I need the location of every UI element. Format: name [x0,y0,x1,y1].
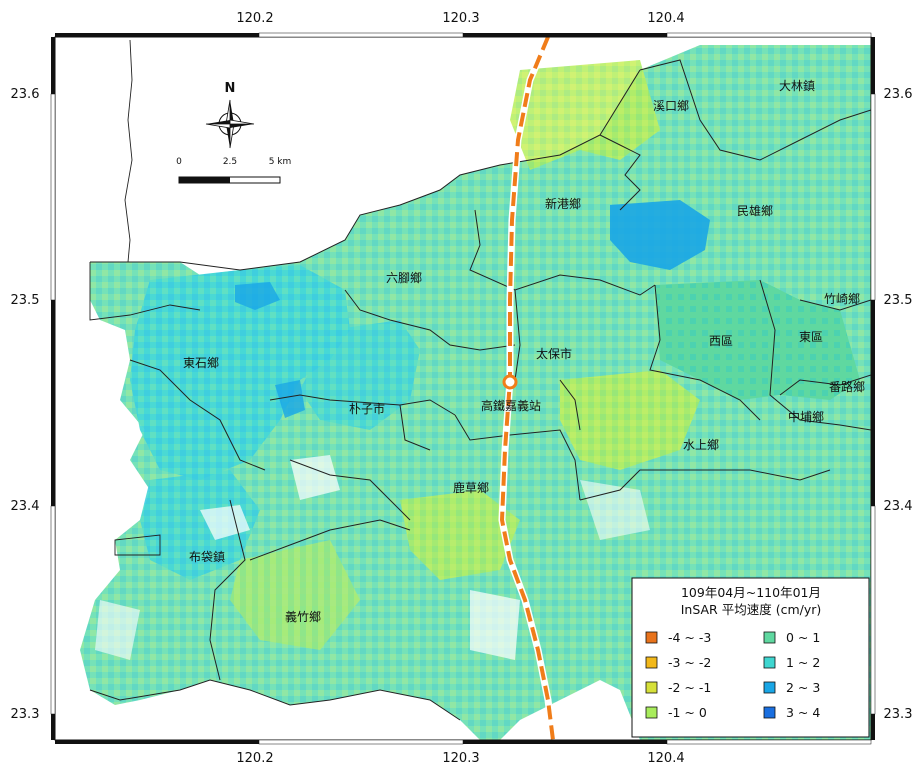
legend-label: 0 ~ 1 [786,630,820,645]
y-tick-right: 23.6 [884,87,913,102]
legend-label: -2 ~ -1 [668,680,711,695]
township-label-shuishang: 水上鄉 [683,438,719,452]
township-label-zhuqi: 竹崎鄉 [824,292,860,306]
legend-swatch [645,631,658,644]
hsr-station-marker [502,374,518,390]
township-boundaries [89,59,871,721]
township-label-dalin: 大林鎮 [779,78,815,93]
township-label-lucao: 鹿草鄉 [453,480,489,495]
legend-swatch [763,681,776,694]
legend-swatch [645,656,658,669]
township-label-west-district: 西區 [709,334,733,348]
velocity-1-2-puzih [300,320,420,430]
no-data-gap-3 [95,600,140,660]
scale-label-0: 0 [176,157,182,167]
velocity-1-2-budai [140,470,260,580]
legend-title-unit: InSAR 平均速度 (cm/yr) [681,602,822,617]
map-frame [50,32,876,745]
velocity-2-3-west-b [275,380,305,418]
township-label-minxiong: 民雄鄉 [737,203,773,218]
velocity-layer [80,39,871,740]
legend-label: -3 ~ -2 [668,655,711,670]
township-label-liujiao: 六腳鄉 [386,271,422,285]
township-label-east-district: 東區 [799,330,823,344]
axis-labels: 120.2 120.3 120.4 120.2 120.3 120.4 23.6… [11,11,913,766]
velocity-m1-0-north [510,60,660,170]
legend-label: -1 ~ 0 [668,705,707,720]
township-label-zhongpu: 中埔鄉 [788,409,824,424]
scale-label-2-5: 2.5 [223,157,237,167]
velocity-1-2-west [130,265,350,480]
velocity-m1-0-south [400,490,520,580]
x-tick-bottom: 120.3 [442,751,479,766]
legend-swatch [763,656,776,669]
north-arrow-icon: N [205,81,255,149]
velocity-2-3-minxiong [610,200,710,270]
coastline-north [124,39,133,263]
legend-label: 1 ~ 2 [786,655,820,670]
north-label: N [225,81,236,96]
velocity-0-1-city [655,280,860,400]
legend-swatch [763,631,776,644]
coastline-dongshi [89,262,201,321]
legend-label: 2 ~ 3 [786,680,820,695]
no-data-gap-2 [290,455,340,500]
scale-bar: 0 2.5 5 km [176,157,292,184]
x-tick-bottom: 120.2 [236,751,273,766]
legend-title-period: 109年04月~110年01月 [681,585,821,600]
legend: 109年04月~110年01月 InSAR 平均速度 (cm/yr) -4 ~ … [631,577,870,738]
x-tick-top: 120.2 [236,11,273,26]
legend-swatch [645,681,658,694]
x-tick-top: 120.3 [442,11,479,26]
budai-port [114,534,161,556]
township-label-dongshi: 東石鄉 [183,356,219,370]
township-label-xikou: 溪口鄉 [653,99,689,113]
legend-label: 3 ~ 4 [786,705,820,720]
scale-label-5: 5 km [269,157,292,167]
no-data-gap-4 [580,480,650,540]
township-label-puzih: 朴子市 [349,401,385,416]
township-label-fanlu: 番路鄉 [829,379,865,394]
y-tick-left: 23.4 [11,499,40,514]
y-tick-left: 23.6 [11,87,40,102]
hsr-line [498,35,557,741]
township-label-yizhu: 義竹鄉 [285,609,321,624]
township-label-xingang: 新港鄉 [545,196,581,211]
y-tick-left: 23.3 [11,707,40,722]
township-labels: 大林鎮 溪口鄉 新港鄉 民雄鄉 六腳鄉 竹崎鄉 太保市 西區 東區 東石鄉 番路… [183,78,865,624]
y-tick-left: 23.5 [11,293,40,308]
y-tick-right: 23.3 [884,707,913,722]
velocity-m1-0-southwest [230,540,360,650]
legend-swatch [645,706,658,719]
x-tick-bottom: 120.4 [647,751,684,766]
township-label-taibao: 太保市 [536,346,572,361]
legend-swatch [763,706,776,719]
y-tick-right: 23.5 [884,293,913,308]
hsr-station-label: 高鐵嘉義站 [481,398,541,413]
x-tick-top: 120.4 [647,11,684,26]
township-label-budai: 布袋鎮 [189,549,225,564]
no-data-gap-5 [470,590,520,660]
velocity-2-3-west-a [235,282,280,310]
legend-label: -4 ~ -3 [668,630,711,645]
velocity-m1-0-east [560,370,700,470]
y-tick-right: 23.4 [884,499,913,514]
